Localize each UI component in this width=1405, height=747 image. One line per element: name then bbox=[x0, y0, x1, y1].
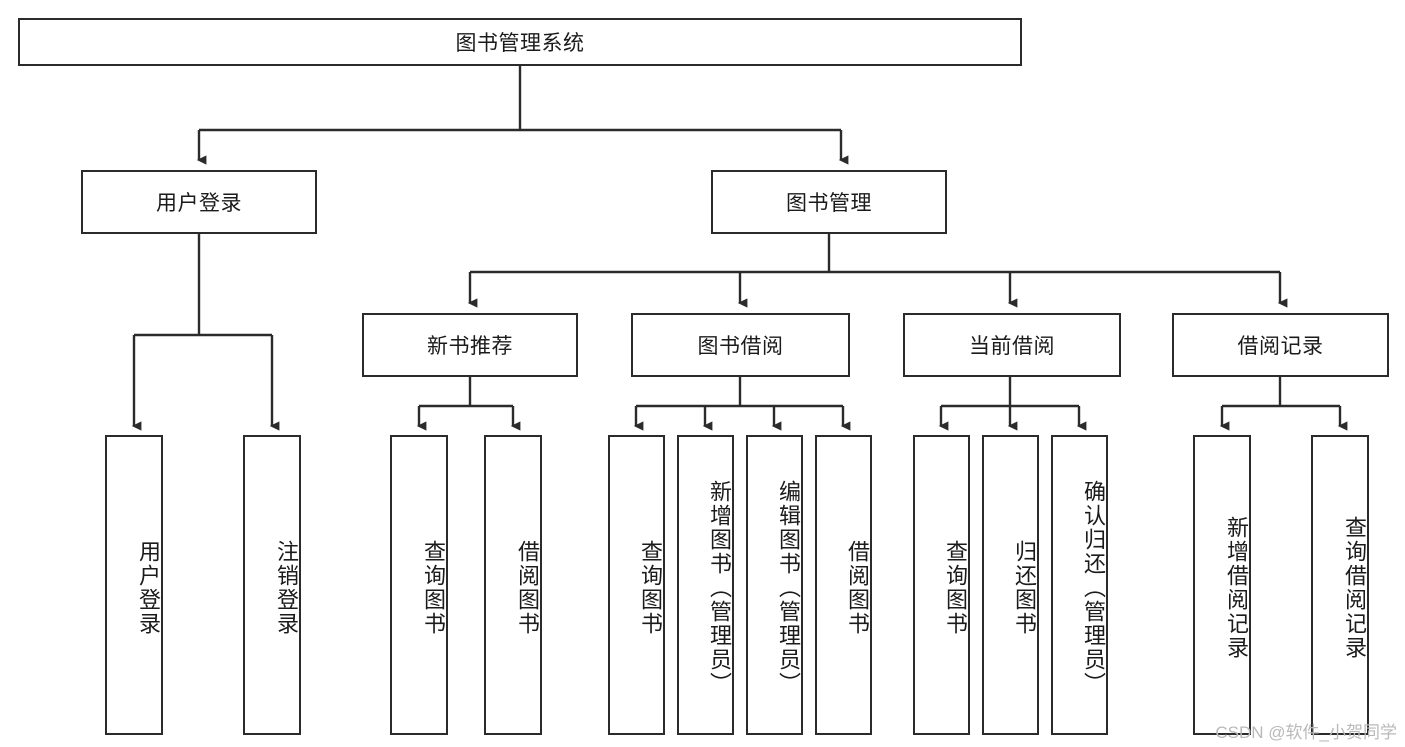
leaf-borrow-edit-book-admin[interactable]: 编辑图书（管理员） bbox=[746, 435, 803, 735]
leaf-current-confirm-return-admin[interactable]: 确认归还（管理员） bbox=[1051, 435, 1108, 735]
node-book-management[interactable]: 图书管理 bbox=[711, 170, 947, 234]
leaf-current-return-book[interactable]: 归还图书 bbox=[982, 435, 1039, 735]
leaf-borrow-query-book[interactable]: 查询图书 bbox=[608, 435, 665, 735]
leaf-user-login-login[interactable]: 用户登录 bbox=[105, 435, 163, 735]
node-current-borrow[interactable]: 当前借阅 bbox=[903, 313, 1121, 377]
leaf-user-login-logout[interactable]: 注销登录 bbox=[243, 435, 301, 735]
leaf-recommend-query-book[interactable]: 查询图书 bbox=[390, 435, 448, 735]
leaf-current-query-book[interactable]: 查询图书 bbox=[913, 435, 970, 735]
leaf-record-query-borrow-record[interactable]: 查询借阅记录 bbox=[1311, 435, 1369, 735]
node-book-borrow[interactable]: 图书借阅 bbox=[631, 313, 850, 377]
node-user-login[interactable]: 用户登录 bbox=[81, 170, 317, 234]
node-root-system[interactable]: 图书管理系统 bbox=[18, 18, 1022, 66]
leaf-recommend-borrow-book[interactable]: 借阅图书 bbox=[484, 435, 542, 735]
leaf-borrow-add-book-admin[interactable]: 新增图书（管理员） bbox=[677, 435, 734, 735]
leaf-record-add-borrow-record[interactable]: 新增借阅记录 bbox=[1193, 435, 1251, 735]
node-borrow-record[interactable]: 借阅记录 bbox=[1172, 313, 1389, 377]
node-new-book-recommend[interactable]: 新书推荐 bbox=[362, 313, 578, 377]
watermark-credit: CSDN @软件_小贺同学 bbox=[1215, 723, 1397, 742]
leaf-borrow-borrow-book[interactable]: 借阅图书 bbox=[815, 435, 872, 735]
